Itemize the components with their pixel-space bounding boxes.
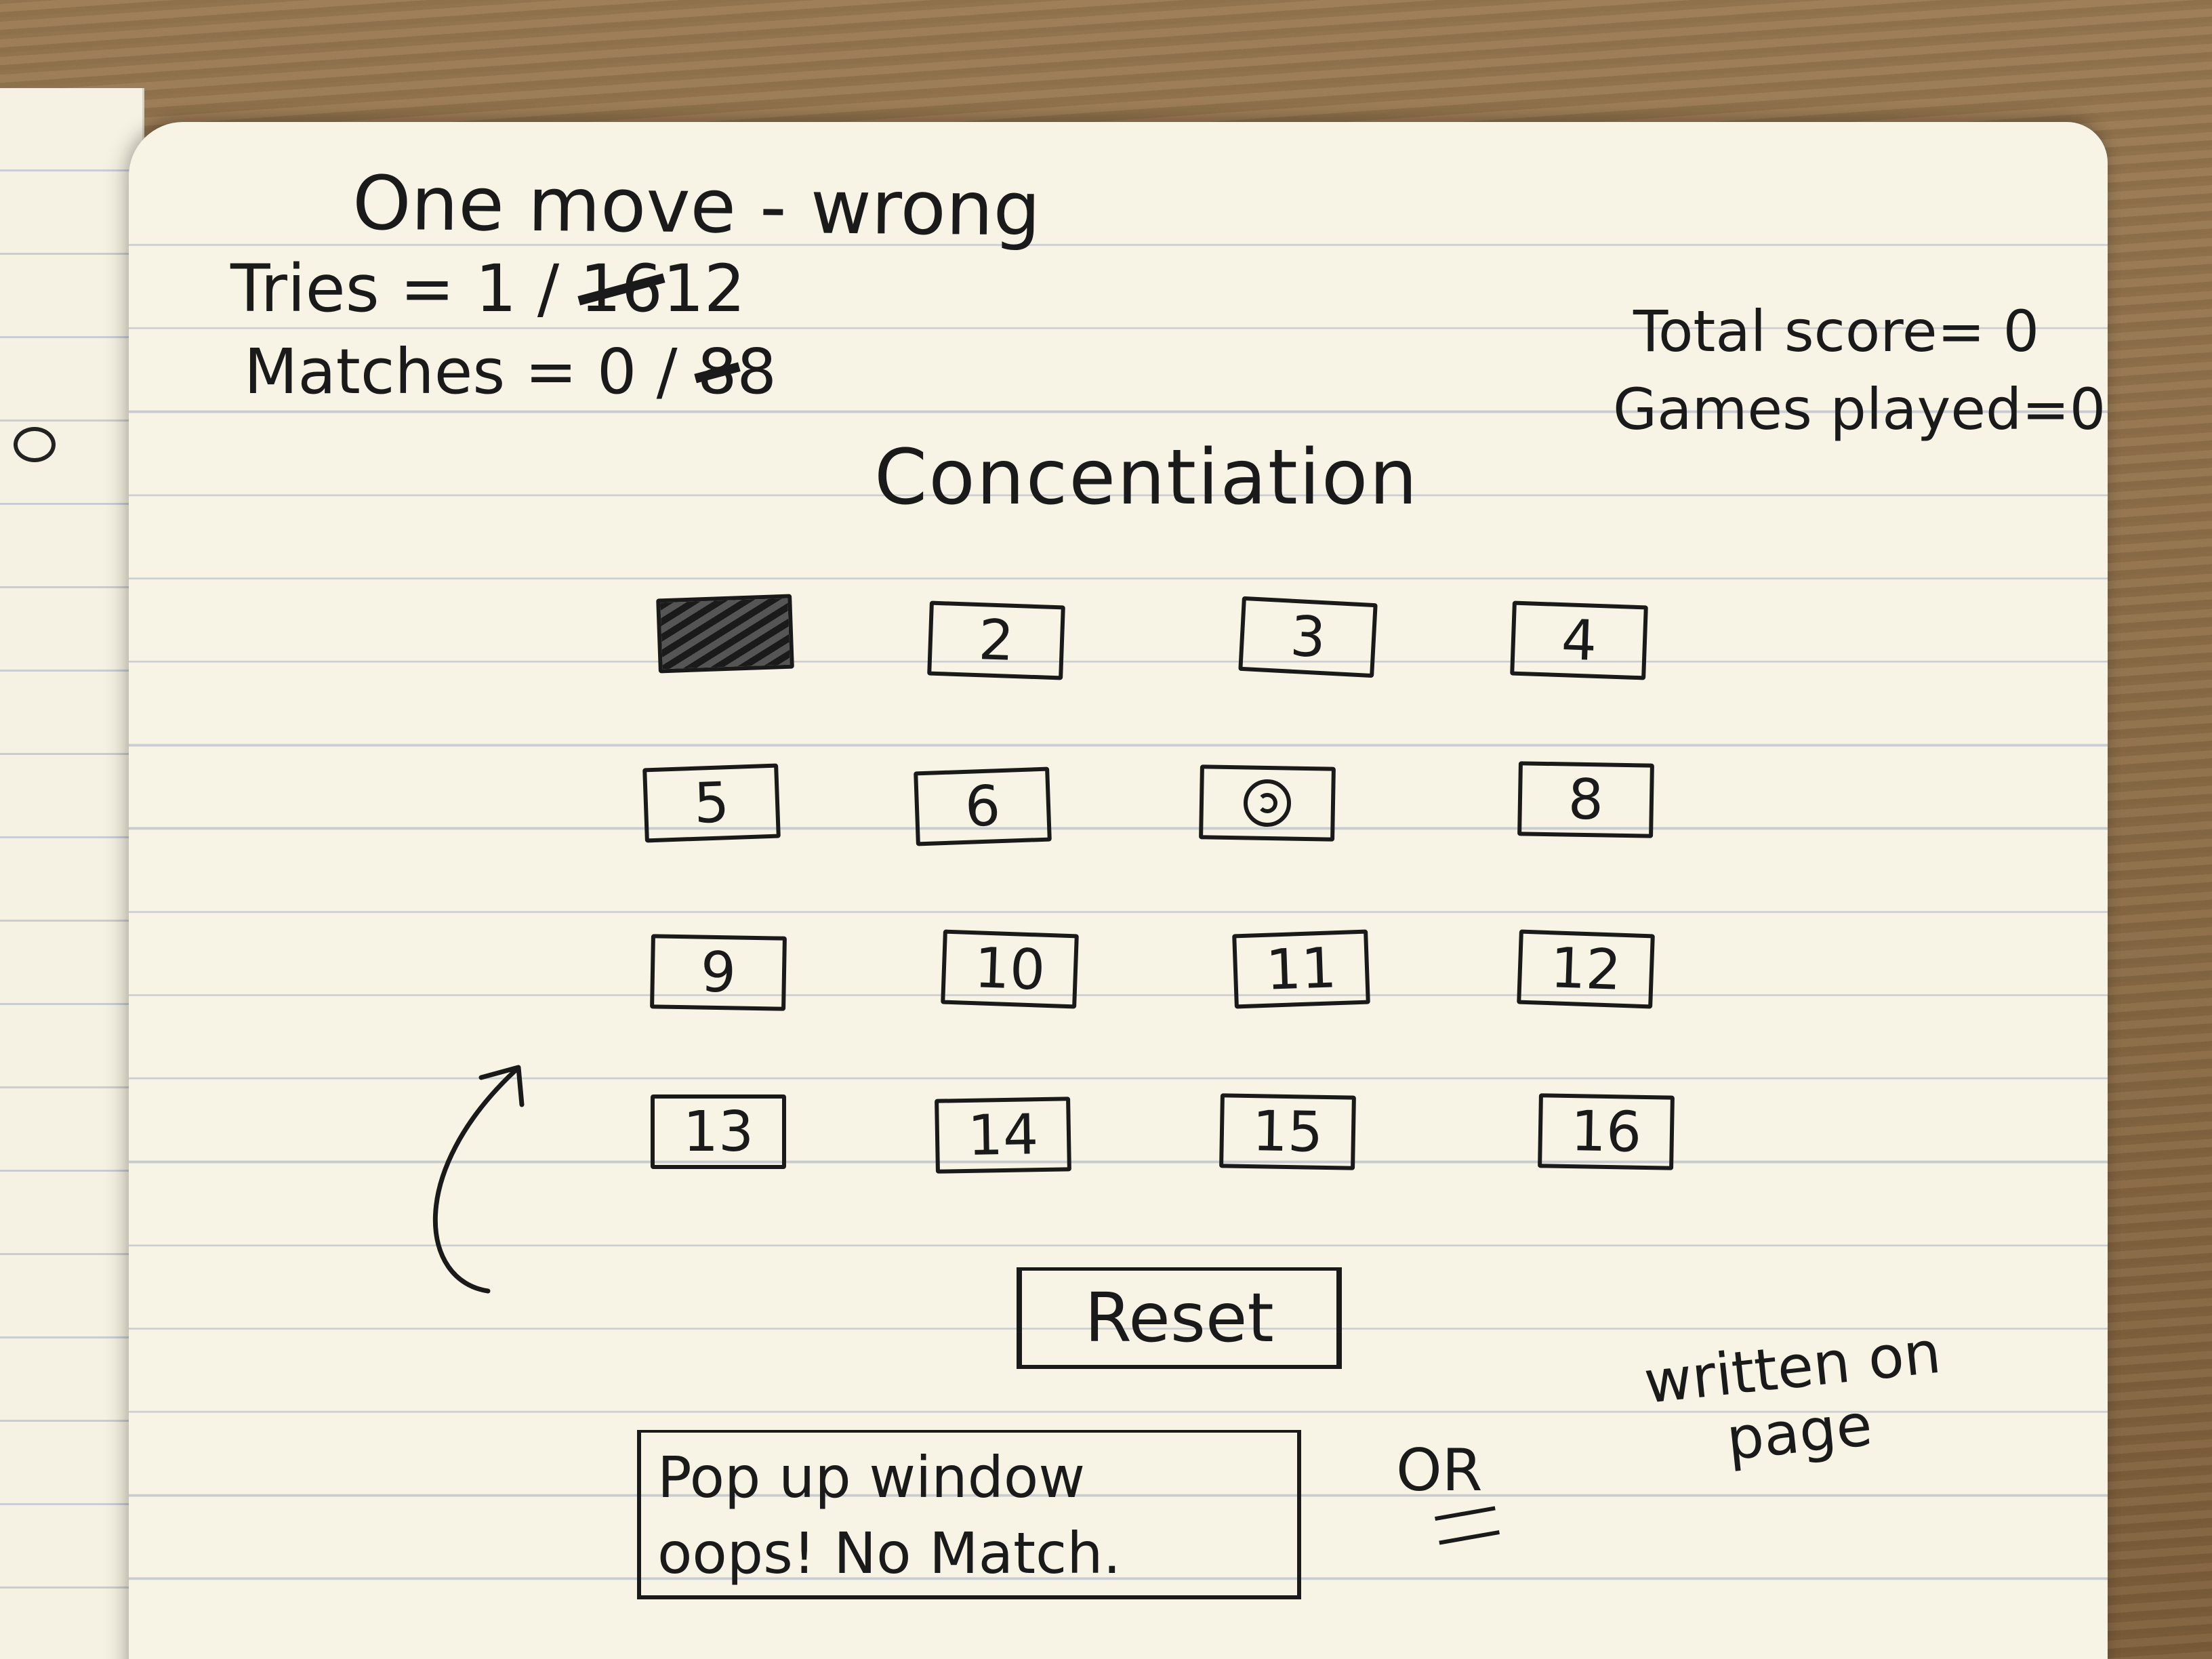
matches-label: Matches = 0 / <box>244 335 697 408</box>
reset-button[interactable]: Reset <box>1017 1267 1342 1369</box>
left-notebook-page <box>0 88 144 1659</box>
tile-number: 5 <box>693 770 731 836</box>
game-tile[interactable]: 10 <box>941 929 1079 1009</box>
tile-number: 14 <box>967 1102 1039 1168</box>
game-tile[interactable]: 16 <box>1538 1093 1675 1170</box>
spiral-icon <box>1243 779 1292 827</box>
game-tile[interactable]: 5 <box>642 763 781 843</box>
tile-number: 13 <box>682 1099 754 1164</box>
matches-struck-value: 8 <box>697 335 737 408</box>
tile-number: 8 <box>1568 767 1604 832</box>
game-tile-shaded[interactable] <box>656 594 794 674</box>
game-tile[interactable]: 11 <box>1232 929 1370 1009</box>
tile-number: 4 <box>1560 607 1598 674</box>
tile-number: 10 <box>973 935 1046 1003</box>
game-tile[interactable]: 4 <box>1510 600 1648 680</box>
tries-label: Tries = 1 / <box>230 251 580 327</box>
tile-number: 2 <box>977 607 1015 674</box>
matches-value: 8 <box>737 335 777 408</box>
tile-number: 12 <box>1549 935 1622 1003</box>
games-played: Games played=0 <box>1613 376 2106 443</box>
popup-line-1: Pop up window <box>657 1444 1086 1511</box>
tries-struck-value: 16 <box>579 251 663 327</box>
tries-counter: Tries = 1 / 1612 <box>230 251 745 327</box>
sketch-title: One move - wrong <box>352 159 1041 253</box>
game-tile[interactable]: 8 <box>1517 761 1654 838</box>
tile-number: 16 <box>1570 1099 1642 1165</box>
tile-number: 15 <box>1252 1099 1324 1165</box>
game-tile[interactable]: 9 <box>650 934 787 1011</box>
game-tile[interactable]: 15 <box>1219 1093 1356 1170</box>
game-title: Concentiation <box>874 434 1419 522</box>
tile-number: 11 <box>1265 935 1338 1003</box>
game-tile[interactable]: 2 <box>927 600 1065 680</box>
game-tile[interactable]: 6 <box>914 766 1052 846</box>
game-tile[interactable]: 12 <box>1517 929 1655 1009</box>
game-tile[interactable]: 14 <box>935 1097 1071 1174</box>
popup-line-2: oops! No Match. <box>657 1520 1122 1586</box>
game-tile-spiral[interactable] <box>1199 764 1336 842</box>
matches-counter: Matches = 0 / 88 <box>244 335 777 408</box>
tile-number: 9 <box>700 940 737 1005</box>
tile-number: 3 <box>1288 604 1328 670</box>
margin-circle-mark <box>14 427 56 462</box>
tile-number: 6 <box>964 773 1002 840</box>
or-label: OR <box>1396 1437 1483 1504</box>
total-score: Total score= 0 <box>1633 298 2040 365</box>
no-match-popup: Pop up window oops! No Match. <box>637 1430 1301 1599</box>
game-tile[interactable]: 13 <box>651 1094 786 1169</box>
curved-arrow-icon <box>433 1065 525 1294</box>
notebook-page <box>129 122 2108 1659</box>
game-tile[interactable]: 3 <box>1238 596 1378 678</box>
tries-value: 12 <box>662 251 745 327</box>
